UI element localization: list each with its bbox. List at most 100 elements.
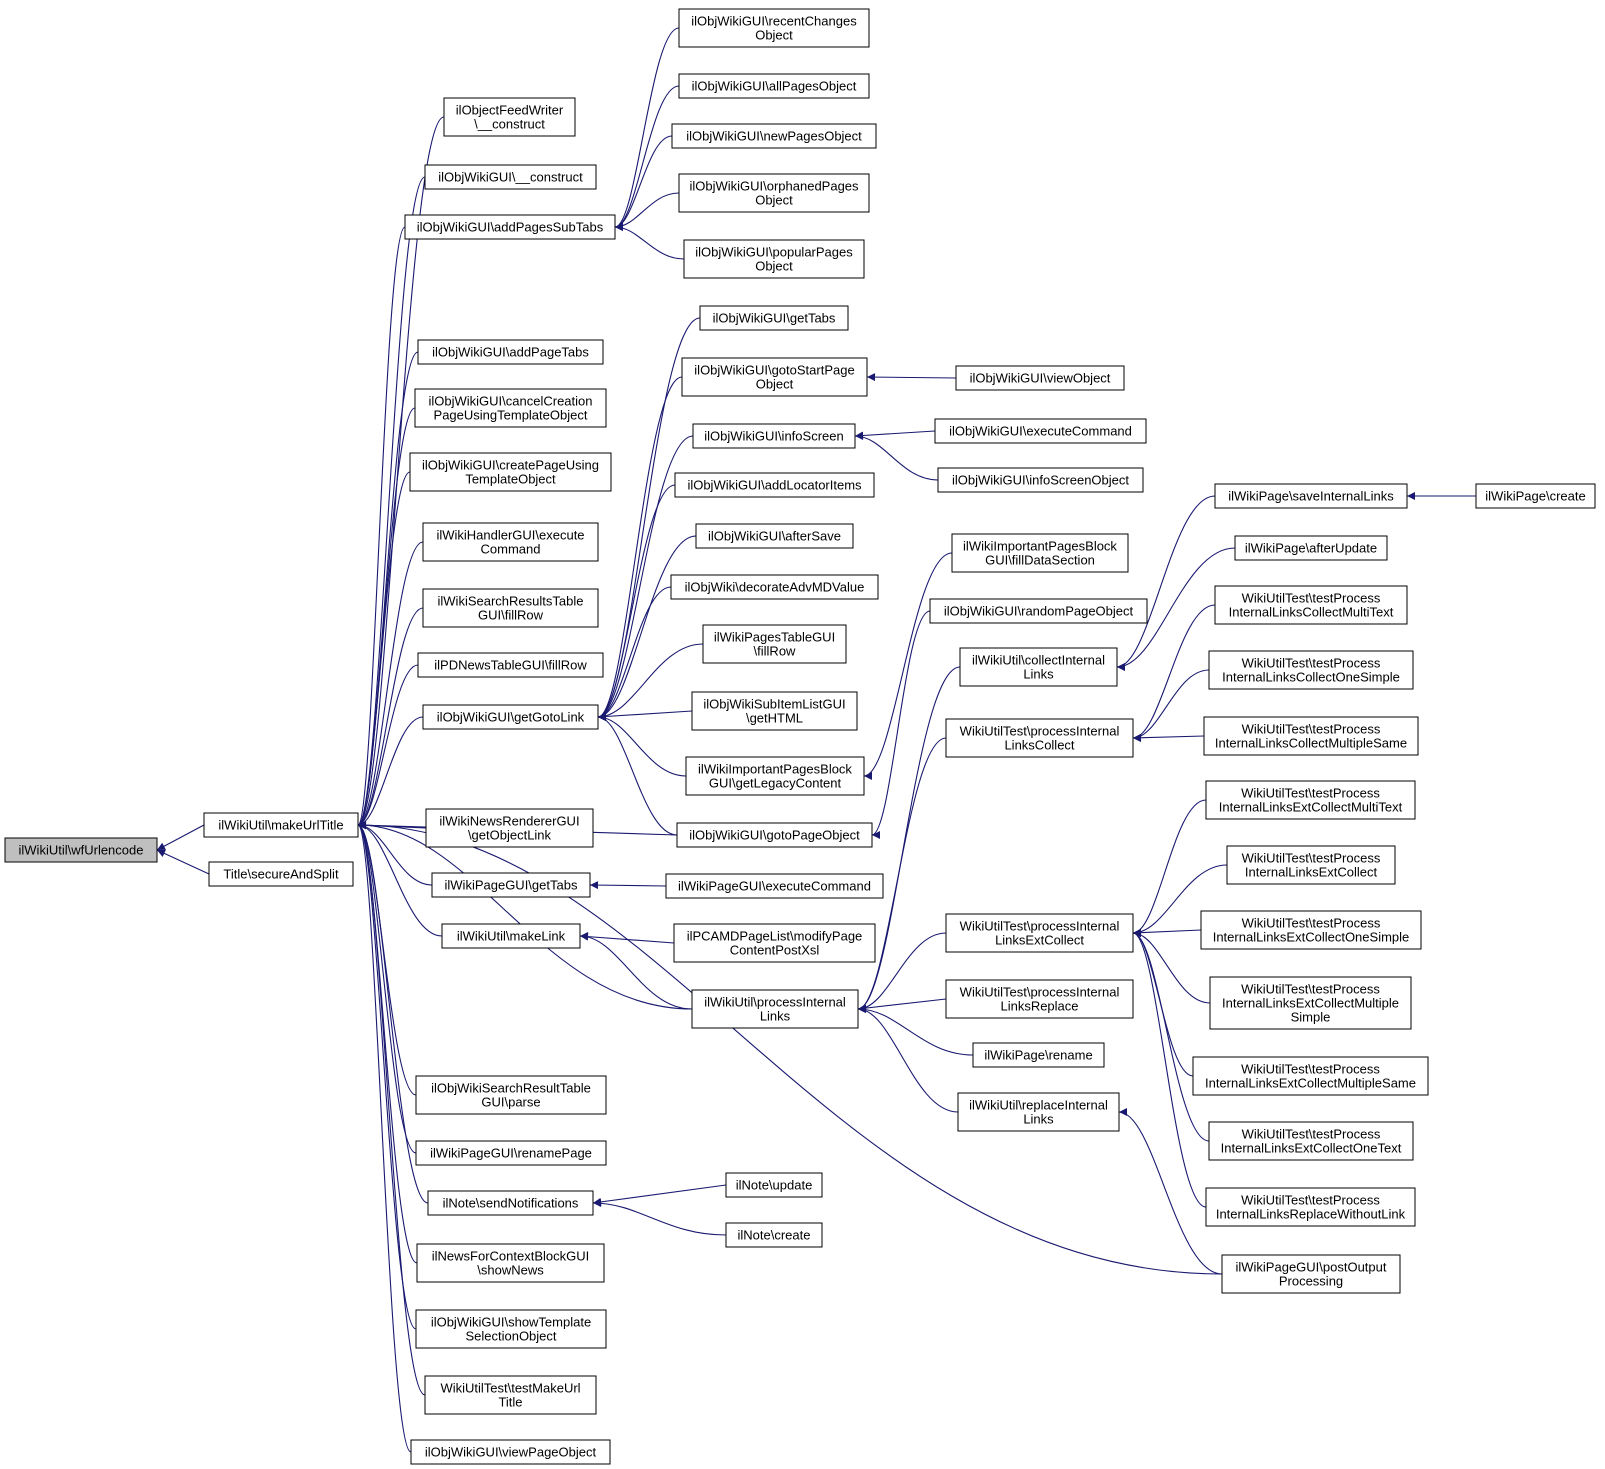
graph-node[interactable]: ilObjWikiGUI\viewObject	[955, 365, 1125, 391]
graph-node[interactable]: WikiUtilTest\testProcessInternalLinksExt…	[1200, 910, 1422, 950]
graph-node[interactable]: ilObjWikiGUI\addPageTabs	[417, 339, 604, 365]
node-label: WikiUtilTest\testProcess	[1241, 982, 1380, 997]
graph-node[interactable]: WikiUtilTest\testProcessInternalLinksExt…	[1192, 1056, 1429, 1096]
node-label: GUI\parse	[481, 1095, 540, 1110]
graph-node[interactable]: WikiUtilTest\testProcessInternalLinksCol…	[1208, 650, 1414, 690]
graph-node[interactable]: ilWikiImportantPagesBlockGUI\getLegacyCo…	[685, 756, 865, 796]
graph-node[interactable]: ilObjWikiGUI\viewPageObject	[410, 1439, 611, 1465]
graph-node[interactable]: ilObjWikiGUI\executeCommand	[934, 418, 1147, 444]
graph-node[interactable]: ilObjectFeedWriter\__construct	[443, 97, 576, 137]
graph-node[interactable]: ilNote\update	[725, 1172, 823, 1198]
graph-node[interactable]: ilObjWikiGUI\cancelCreationPageUsingTemp…	[414, 388, 607, 428]
node-label: GUI\fillDataSection	[985, 553, 1095, 568]
graph-node[interactable]: ilWikiImportantPagesBlockGUI\fillDataSec…	[951, 533, 1129, 573]
graph-node[interactable]: ilNote\create	[725, 1222, 823, 1248]
graph-node[interactable]: WikiUtilTest\testProcessInternalLinksCol…	[1214, 585, 1408, 625]
graph-node[interactable]: ilWikiPage\saveInternalLinks	[1214, 483, 1408, 509]
graph-node[interactable]: ilObjWikiGUI\getGotoLink	[422, 704, 599, 730]
graph-node[interactable]: ilObjWikiGUI\infoScreen	[692, 423, 856, 449]
graph-node[interactable]: ilObjWiki\decorateAdvMDValue	[670, 574, 879, 600]
graph-node[interactable]: ilWikiPageGUI\executeCommand	[665, 873, 884, 899]
call-edge	[357, 821, 429, 1204]
call-edge	[857, 1005, 959, 1113]
graph-node[interactable]: ilObjWikiSubItemListGUI\getHTML	[691, 691, 858, 731]
node-box	[4, 837, 158, 863]
graph-node[interactable]: ilObjWikiGUI\gotoPageObject	[676, 822, 873, 848]
graph-node[interactable]: ilPDNewsTableGUI\fillRow	[417, 652, 604, 678]
graph-node[interactable]: WikiUtilTest\testProcessInternalLinksExt…	[1208, 1121, 1414, 1161]
graph-node[interactable]: ilWikiPageGUI\renamePage	[415, 1140, 607, 1166]
graph-node[interactable]: ilObjWikiGUI\getTabs	[699, 305, 849, 331]
call-edge	[357, 821, 417, 1330]
graph-node[interactable]: ilObjWikiGUI\randomPageObject	[929, 598, 1148, 624]
node-label: \__construct	[474, 117, 545, 132]
graph-node[interactable]: ilWikiPage\rename	[972, 1042, 1105, 1068]
node-label: ilWikiUtil\makeLink	[457, 929, 566, 944]
graph-node[interactable]: ilObjWikiGUI\newPagesObject	[671, 123, 877, 149]
graph-node[interactable]: ilObjWikiGUI\addPagesSubTabs	[404, 214, 616, 240]
call-edge	[1116, 547, 1236, 671]
graph-node[interactable]: ilWikiNewsRendererGUI\getObjectLink	[425, 808, 594, 848]
call-edge	[857, 1005, 974, 1056]
graph-node[interactable]: ilObjWikiGUI\createPageUsingTemplateObje…	[409, 452, 612, 492]
node-label: ilObjWikiGUI\showTemplate	[431, 1315, 591, 1330]
graph-node[interactable]: ilWikiPage\afterUpdate	[1234, 535, 1388, 561]
node-label: ilWikiPageGUI\postOutput	[1235, 1260, 1386, 1275]
root-node[interactable]: ilWikiUtil\wfUrlencode	[4, 837, 158, 863]
call-edge	[357, 716, 424, 829]
node-label: ilWikiPageGUI\renamePage	[430, 1146, 592, 1161]
node-box	[208, 861, 354, 887]
graph-node[interactable]: ilNote\sendNotifications	[427, 1190, 594, 1216]
node-label: ilObjWikiGUI\gotoStartPage	[694, 363, 854, 378]
graph-node[interactable]: ilWikiUtil\makeUrlTitle	[203, 812, 359, 838]
graph-node[interactable]: ilObjWikiGUI\afterSave	[695, 523, 854, 549]
graph-node[interactable]: WikiUtilTest\testProcessInternalLinksExt…	[1226, 845, 1396, 885]
node-label: InternalLinksExtCollectOneSimple	[1213, 930, 1410, 945]
node-box	[422, 588, 599, 628]
graph-node[interactable]: ilObjWikiGUI\__construct	[424, 164, 597, 190]
graph-node[interactable]: ilObjWikiGUI\allPagesObject	[678, 73, 870, 99]
graph-node[interactable]: WikiUtilTest\processInternalLinksExtColl…	[945, 913, 1134, 953]
graph-node[interactable]: WikiUtilTest\testProcessInternalLinksExt…	[1209, 976, 1412, 1030]
call-edge	[614, 135, 673, 231]
node-label: ilObjWikiGUI\afterSave	[708, 529, 841, 544]
graph-node[interactable]: ilWikiUtil\makeLink	[441, 923, 581, 949]
node-box	[1205, 1187, 1416, 1227]
node-box	[410, 1439, 611, 1465]
node-label: InternalLinksExtCollectMultiple	[1222, 996, 1399, 1011]
node-box	[665, 873, 884, 899]
graph-node[interactable]: ilObjWikiGUI\infoScreenObject	[937, 467, 1144, 493]
call-edge	[1132, 864, 1228, 937]
graph-node[interactable]: WikiUtilTest\testProcessInternalLinksRep…	[1205, 1187, 1416, 1227]
node-label: Object	[755, 28, 793, 43]
node-label: ilObjWikiGUI\addPageTabs	[432, 345, 589, 360]
graph-node[interactable]: WikiUtilTest\testProcessInternalLinksCol…	[1203, 716, 1419, 756]
graph-node[interactable]: ilObjWikiGUI\addLocatorItems	[674, 472, 875, 498]
graph-node[interactable]: ilWikiPage\create	[1475, 483, 1596, 509]
graph-node[interactable]: ilWikiHandlerGUI\executeCommand	[422, 522, 599, 562]
node-box	[678, 8, 870, 48]
graph-node[interactable]: WikiUtilTest\testProcessInternalLinksExt…	[1205, 780, 1416, 820]
graph-node[interactable]: ilNewsForContextBlockGUI\showNews	[416, 1243, 605, 1283]
node-label: ilObjWikiGUI\newPagesObject	[686, 129, 862, 144]
call-edge	[357, 607, 424, 829]
graph-node[interactable]: ilWikiPageGUI\getTabs	[431, 872, 591, 898]
graph-node[interactable]: Title\secureAndSplit	[208, 861, 354, 887]
graph-node[interactable]: ilWikiPagesTableGUI\fillRow	[702, 624, 847, 664]
node-box	[692, 423, 856, 449]
